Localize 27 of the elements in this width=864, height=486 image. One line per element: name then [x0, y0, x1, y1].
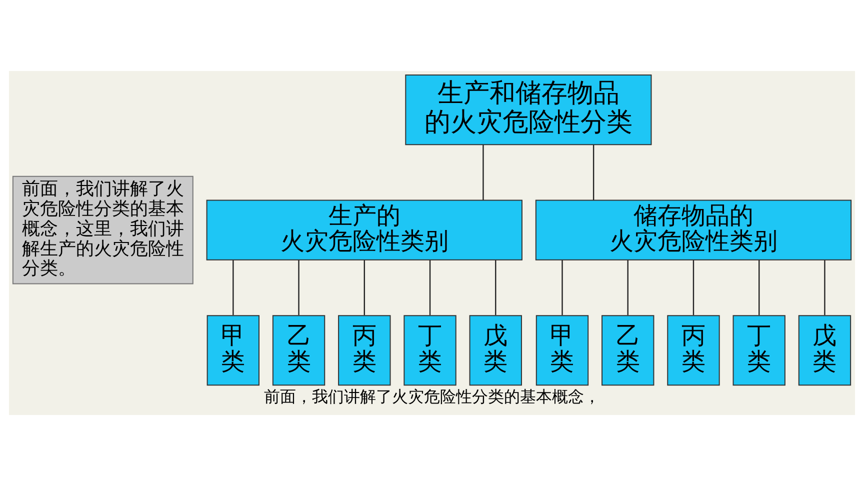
- connector: [364, 260, 365, 316]
- connector: [495, 260, 496, 316]
- node-box: 前面，我们讲解了火灾危险性分类的基本概念，这里，我们讲解生产的火灾危险性分类。: [12, 176, 194, 284]
- connector: [627, 260, 628, 316]
- connector: [482, 144, 484, 200]
- node-box: 丙类: [667, 315, 720, 386]
- node-box: 生产和储存物品的火灾危险性分类: [405, 74, 652, 146]
- node-box: 丙类: [338, 315, 391, 386]
- connector: [592, 144, 594, 200]
- node-box: 甲类: [536, 315, 589, 386]
- node-box: 生产的火灾危险性类别: [206, 200, 522, 260]
- connector: [692, 260, 694, 316]
- connector: [758, 260, 760, 316]
- connector: [824, 260, 826, 316]
- node-box: 乙类: [602, 315, 654, 386]
- connector: [429, 260, 431, 316]
- caption: 前面，我们讲解了火灾危险性分类的基本概念，: [264, 386, 600, 406]
- node-box: 储存物品的火灾危险性类别: [535, 200, 852, 260]
- node-box: 甲类: [206, 315, 260, 386]
- node-box: 丁类: [732, 315, 786, 386]
- node-box: 丁类: [404, 315, 456, 386]
- connector: [232, 260, 234, 316]
- node-box: 戊类: [798, 315, 852, 386]
- connector: [298, 260, 300, 316]
- node-box: 戊类: [469, 315, 522, 386]
- connector: [562, 260, 563, 316]
- node-box: 乙类: [272, 315, 326, 386]
